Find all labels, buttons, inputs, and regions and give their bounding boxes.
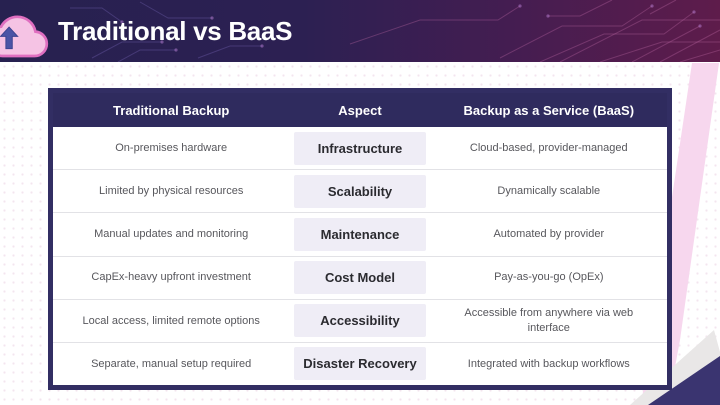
table-header-row: Traditional Backup Aspect Backup as a Se…: [53, 93, 667, 127]
column-header-baas: Backup as a Service (BaaS): [463, 102, 635, 118]
circuit-pattern-decoration: [70, 0, 720, 62]
table-row: Separate, manual setup required Disaster…: [53, 341, 667, 385]
aspect-cell: Disaster Recovery: [289, 343, 430, 385]
traditional-cell: Separate, manual setup required: [91, 357, 252, 370]
table-row: Local access, limited remote options Acc…: [53, 298, 667, 342]
table-row: Manual updates and monitoring Maintenanc…: [53, 212, 667, 255]
aspect-cell: Accessibility: [289, 300, 430, 342]
aspect-cell: Cost Model: [289, 257, 430, 299]
baas-cell: Dynamically scalable: [497, 185, 601, 198]
baas-cell: Cloud-based, provider-managed: [469, 141, 628, 154]
table-row: Limited by physical resources Scalabilit…: [53, 169, 667, 212]
baas-cell: Accessible from anywhere via web interfa…: [464, 307, 634, 334]
aspect-cell: Infrastructure: [289, 127, 430, 169]
baas-cell: Pay-as-you-go (OpEx): [494, 271, 604, 284]
table-row: On-premises hardware Infrastructure Clou…: [53, 127, 667, 169]
cloud-upload-icon: [0, 15, 49, 58]
baas-cell: Integrated with backup workflows: [467, 357, 630, 370]
traditional-cell: CapEx-heavy upfront investment: [91, 271, 251, 284]
column-header-traditional: Traditional Backup: [113, 102, 230, 118]
comparison-table: Traditional Backup Aspect Backup as a Se…: [48, 88, 672, 390]
traditional-cell: Limited by physical resources: [99, 185, 244, 198]
page-title: Traditional vs BaaS: [58, 16, 293, 46]
slide-header-banner: Traditional vs BaaS: [0, 0, 720, 62]
table-body: On-premises hardware Infrastructure Clou…: [53, 127, 667, 385]
column-header-aspect: Aspect: [338, 102, 382, 118]
aspect-cell: Maintenance: [289, 213, 430, 255]
traditional-cell: Local access, limited remote options: [82, 314, 260, 327]
traditional-cell: On-premises hardware: [115, 141, 228, 154]
baas-cell: Automated by provider: [493, 228, 605, 241]
traditional-cell: Manual updates and monitoring: [94, 228, 249, 241]
table-row: CapEx-heavy upfront investment Cost Mode…: [53, 255, 667, 299]
aspect-cell: Scalability: [289, 170, 430, 212]
